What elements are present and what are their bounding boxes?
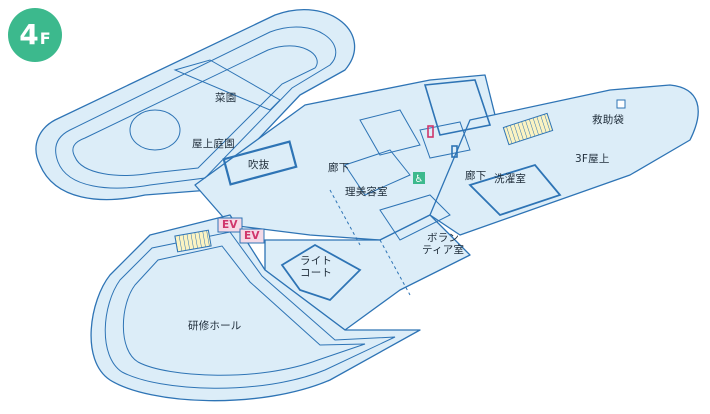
label-vegetable-garden: 菜園 <box>215 92 237 104</box>
label-3f-roof: 3F屋上 <box>575 153 610 165</box>
elevator-icon <box>239 228 265 244</box>
label-elevator-2: EV <box>244 230 260 242</box>
garden-wing <box>35 9 356 201</box>
label-atrium: 吹抜 <box>248 159 270 171</box>
accessible-toilet-icon <box>413 172 425 184</box>
label-corridor-right: 廊下 <box>465 170 487 182</box>
label-elevator-1: EV <box>222 219 238 231</box>
floor-unit: F <box>39 29 51 48</box>
label-rescue-bag: 救助袋 <box>592 114 625 126</box>
toilet-women-icon <box>427 125 434 138</box>
label-training-hall: 研修ホール <box>188 320 242 332</box>
label-volunteer-room: ボラン ティア室 <box>422 232 465 256</box>
label-corridor-center: 廊下 <box>328 162 350 174</box>
floor-badge: 4 F <box>8 8 62 62</box>
svg-text:♿: ♿ <box>415 174 424 185</box>
label-rooftop-garden: 屋上庭園 <box>192 138 235 150</box>
label-laundry-room: 洗濯室 <box>494 173 527 185</box>
roof-wing <box>429 84 699 236</box>
rescue-bag-marker <box>616 99 626 109</box>
floor-number: 4 <box>19 18 39 51</box>
hall-wing <box>90 214 421 402</box>
stairs-icon <box>502 112 554 146</box>
label-beauty-room: 理美容室 <box>345 186 388 198</box>
stairs-icon <box>174 229 212 253</box>
toilet-men-icon <box>451 145 458 158</box>
elevator-icon <box>217 217 243 233</box>
label-light-court: ライト コート <box>300 255 333 279</box>
